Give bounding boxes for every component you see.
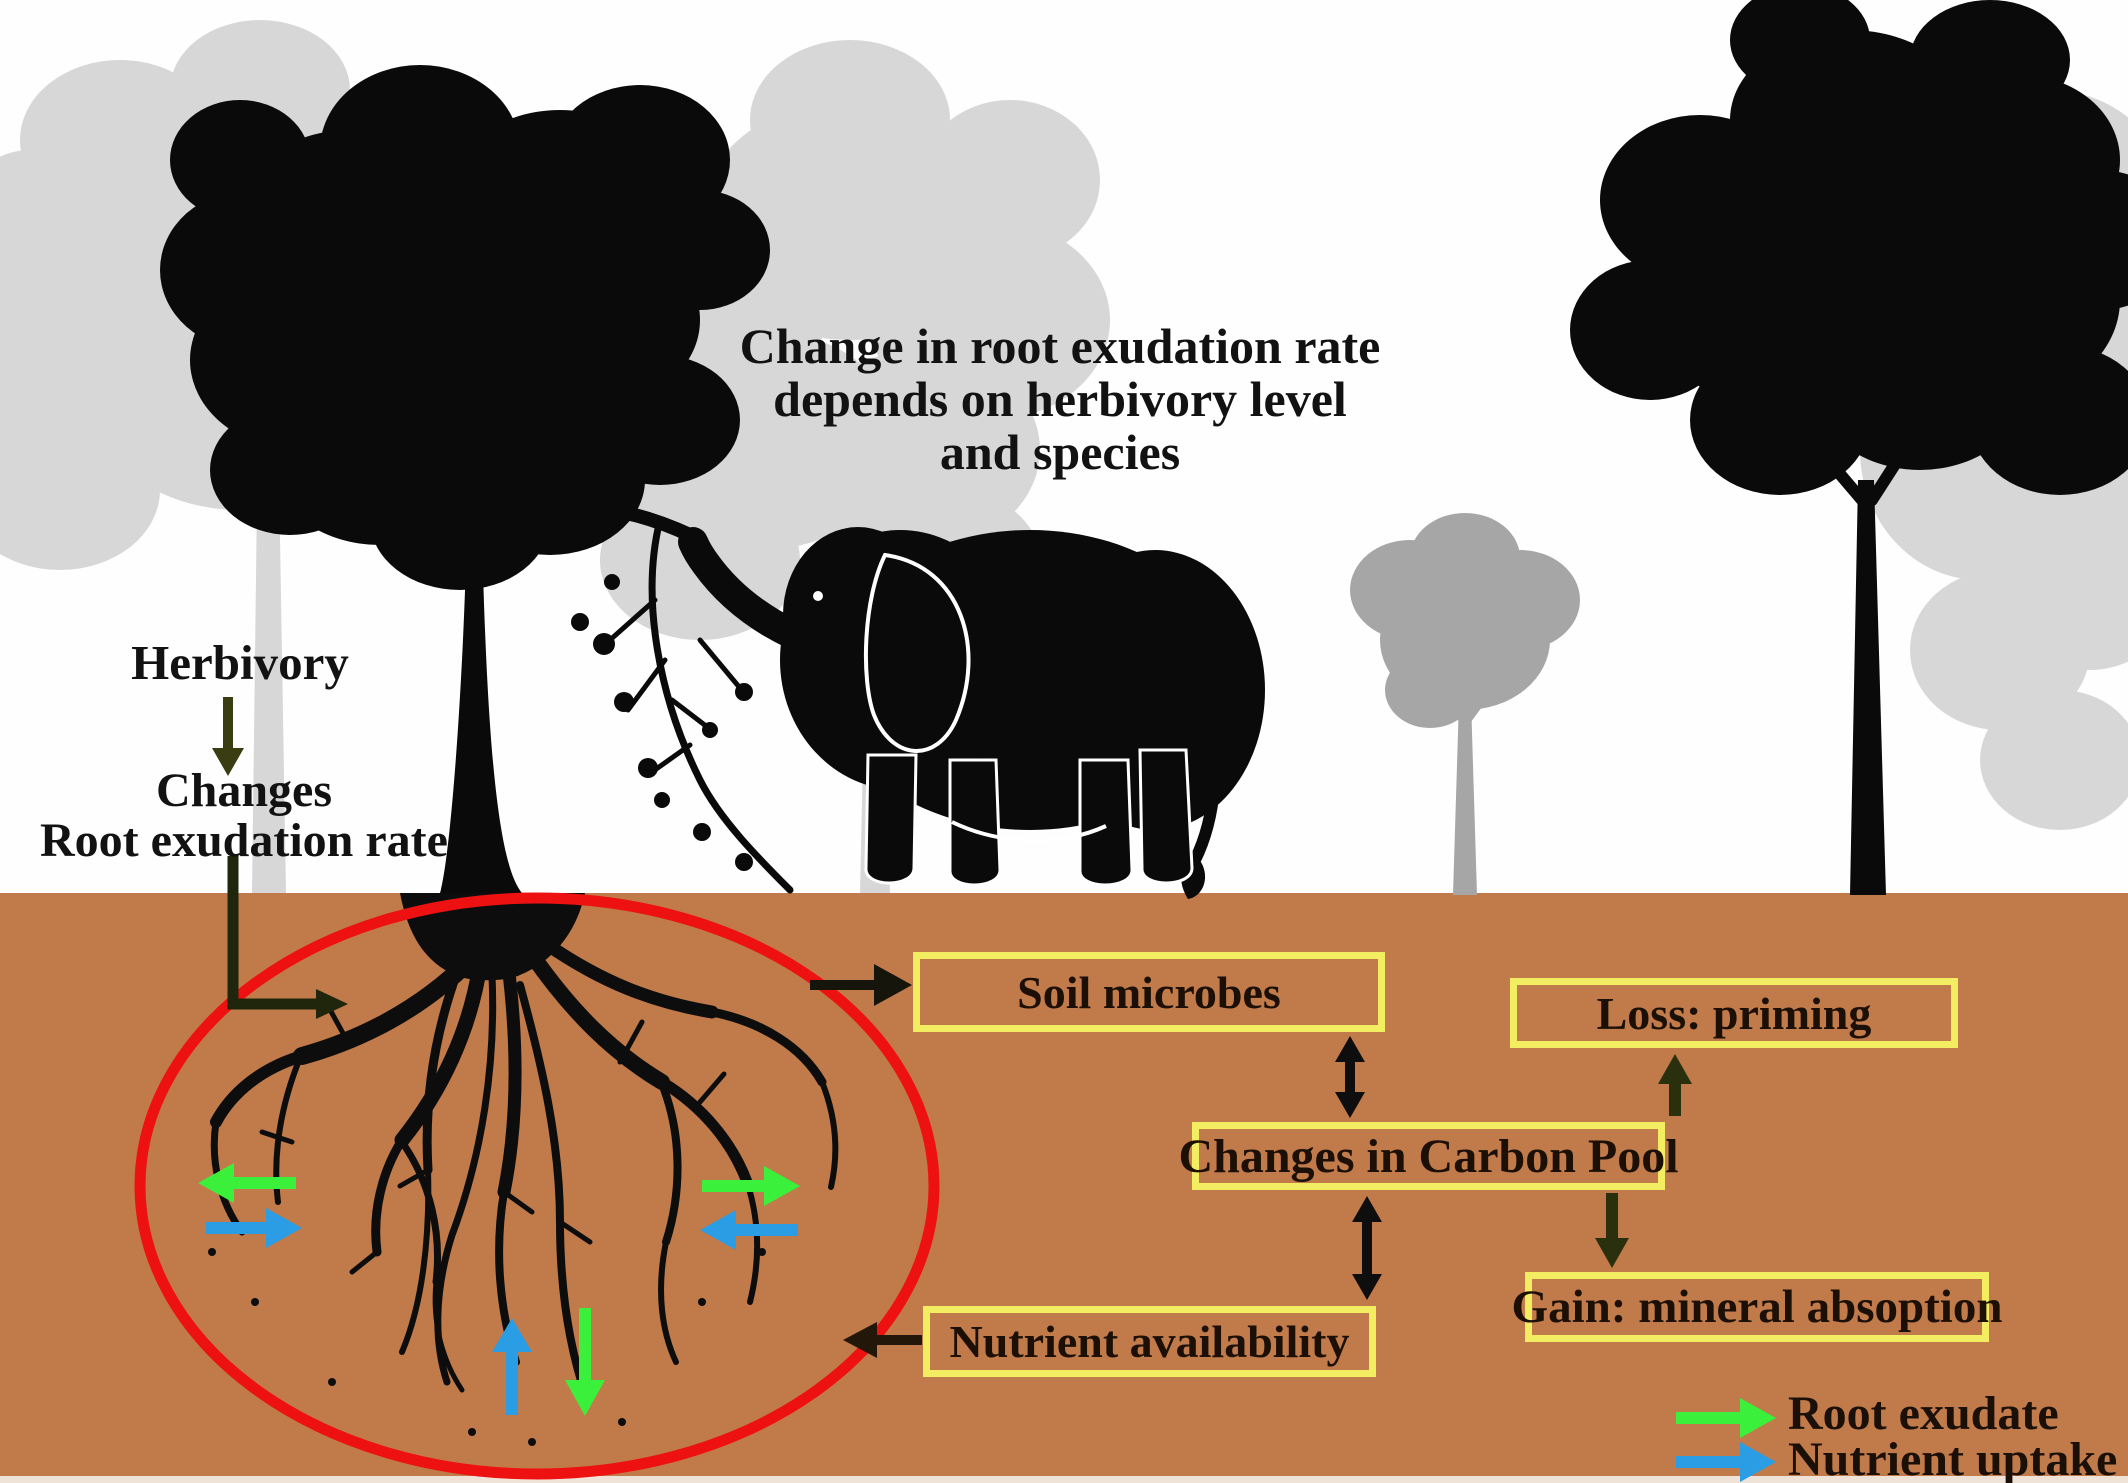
uptake-left-arrow-icon <box>700 1210 798 1250</box>
soil-microbes-box-label: Soil microbes <box>1017 966 1281 1018</box>
nutrient-availability-box: Nutrient availability <box>923 1306 1376 1377</box>
root-exudate-arrows <box>198 1163 800 1416</box>
legend-root-exudate-label: Root exudate <box>1788 1387 2059 1440</box>
exudate-left-arrow-icon <box>198 1163 296 1203</box>
figure-title: Change in root exudation rate depends on… <box>739 318 1381 480</box>
nutrient-availability-box-label: Nutrient availability <box>949 1316 1350 1367</box>
browsed-branch-icon <box>571 516 794 894</box>
carbon-nutrient-double-arrow-icon <box>1352 1196 1382 1300</box>
carbon-pool-box: Changes in Carbon Pool <box>1178 1122 1679 1190</box>
soil-bottom-strip <box>0 1476 2128 1483</box>
carbon-pool-box-label: Changes in Carbon Pool <box>1178 1129 1679 1183</box>
root-debris <box>208 1248 766 1446</box>
carbon-to-gain-arrow-icon <box>1595 1193 1629 1268</box>
main-tree-icon <box>160 65 770 893</box>
loss-priming-box: Loss: priming <box>1510 978 1958 1048</box>
gain-mineral-box: Gain: mineral absoption <box>1512 1272 2002 1342</box>
loss-priming-box-label: Loss: priming <box>1596 987 1872 1039</box>
exudate-down-arrow-icon <box>565 1308 605 1416</box>
soil-ground <box>0 893 2128 1483</box>
microbes-carbon-double-arrow-icon <box>1335 1036 1365 1118</box>
nutrient-uptake-arrows <box>206 1208 798 1415</box>
exudation-to-roots-connector-icon <box>227 856 348 1019</box>
roots-to-soil-microbes-arrow-icon <box>810 964 912 1006</box>
right-tree-icon <box>1570 0 2128 895</box>
soil-microbes-box: Soil microbes <box>913 952 1385 1032</box>
herbivory-label: Herbivory <box>131 635 349 690</box>
exudate-right-arrow-icon <box>702 1166 800 1206</box>
root-exudation-change-label: Changes Root exudation rate <box>40 764 448 867</box>
uptake-right-arrow-icon <box>206 1208 302 1248</box>
gain-mineral-box-label: Gain: mineral absoption <box>1511 1281 2003 1333</box>
elephant-icon <box>678 527 1265 899</box>
legend-nutrient-uptake-arrow-icon <box>1676 1442 1776 1482</box>
herbivory-down-arrow-icon <box>212 697 244 776</box>
nutrient-to-roots-arrow-icon <box>843 1322 922 1358</box>
rhizosphere-ellipse <box>134 892 940 1480</box>
carbon-to-loss-arrow-icon <box>1658 1054 1692 1116</box>
legend-root-exudate-arrow-icon <box>1676 1398 1776 1438</box>
background-tree-small-icon <box>1350 513 1580 895</box>
uptake-up-arrow-icon <box>492 1318 532 1415</box>
legend-nutrient-uptake-label: Nutrient uptake <box>1788 1433 2118 1483</box>
